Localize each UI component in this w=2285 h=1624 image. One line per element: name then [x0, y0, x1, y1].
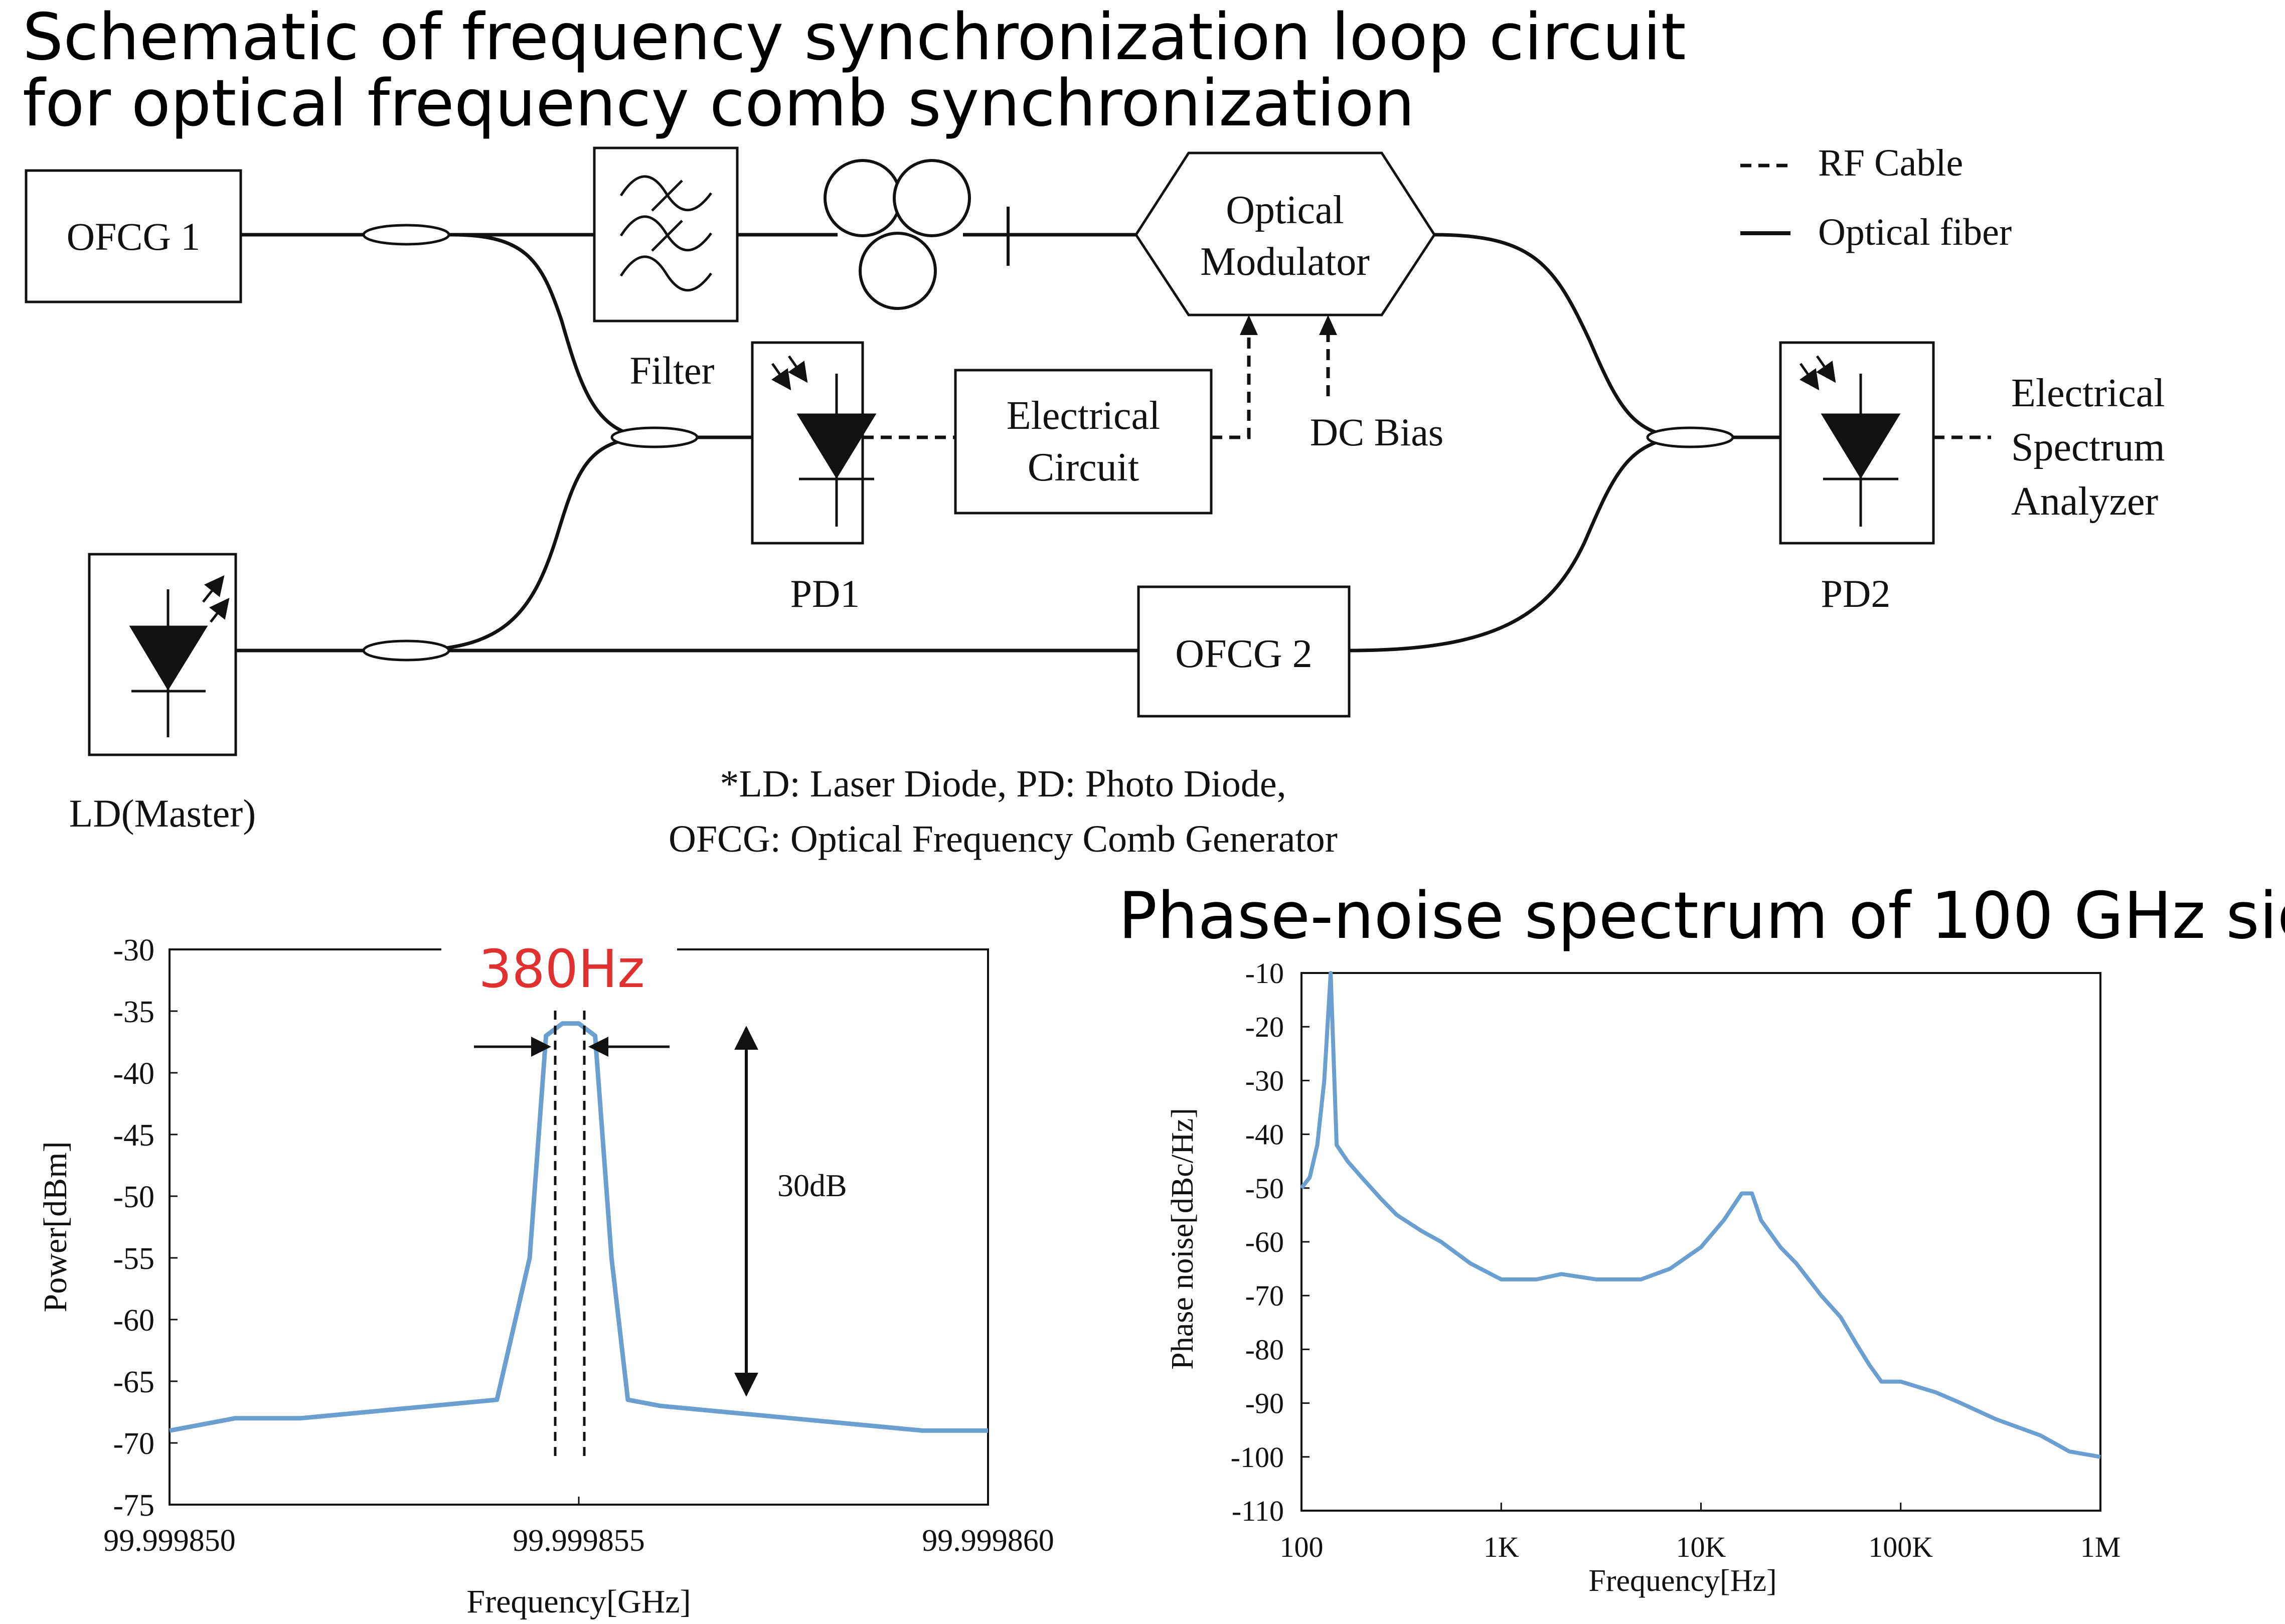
chart2-xtick-label: 10K: [1676, 1531, 1726, 1563]
chart2-ticks: -10 -20 -30 -40 -50 -60 -70 -80 -90 -100 -110 100 1K…: [1231, 957, 2121, 1563]
rf-circuit-modulator: [1211, 321, 1251, 439]
chart1-ytick-label: -55: [113, 1242, 154, 1276]
chart2-ytick-label: -90: [1245, 1387, 1284, 1420]
legend-optical-fiber-label: Optical fiber: [1818, 211, 2012, 253]
filter-label: Filter: [630, 349, 715, 392]
chart1-xtick-label: 99.999860: [922, 1524, 1054, 1558]
chart1-ytick-label: -75: [113, 1489, 154, 1523]
chart1-ytick-label: -70: [113, 1427, 154, 1461]
modulator-label-line1: Optical: [1226, 188, 1344, 232]
chart2-ytick-label: -70: [1245, 1279, 1284, 1312]
chart1-series: [169, 1021, 988, 1433]
esa-label-line2: Spectrum: [2011, 425, 2165, 469]
spool-2: [893, 159, 971, 237]
ofcg2-box: [1137, 585, 1351, 718]
schematic-title-line2: for optical frequency comb synchronizati…: [23, 66, 1415, 141]
pd2-label: PD2: [1821, 572, 1891, 615]
phase-noise-title: Phase-noise spectrum of 100 GHz signal: [1118, 879, 2285, 953]
chart2-xtick-label: 1K: [1484, 1531, 1519, 1563]
chart2-ytick-label: -110: [1232, 1495, 1284, 1527]
dc-bias-label: DC Bias: [1310, 410, 1444, 454]
footnote-line2: OFCG: Optical Frequency Comb Generator: [669, 818, 1338, 860]
chart1-plot-frame: [169, 948, 989, 1506]
spool-3: [859, 232, 937, 310]
chart1-depth-label: 30dB: [777, 1168, 847, 1203]
couplers: [362, 224, 1734, 662]
coupler-1: [362, 224, 450, 246]
spool-1: [824, 159, 902, 237]
fiber-modulator-coupler4: [1434, 233, 1691, 439]
schematic-title-line1: Schematic of frequency synchronization l…: [23, 0, 1686, 75]
chart2-ytick-label: -80: [1245, 1333, 1284, 1366]
chart2-ytick-label: -100: [1231, 1441, 1284, 1474]
chart1-label-backdrop: [441, 923, 677, 983]
chart1-ytick-label: -50: [113, 1180, 154, 1214]
chart1-ytick-label: -65: [113, 1365, 154, 1399]
fiber-ofcg2-coupler4: [1349, 435, 1691, 653]
fiber-coupler1-coupler2: [451, 233, 652, 439]
chart2-xtick-label: 100K: [1868, 1531, 1933, 1563]
chart2-ytick-label: -30: [1245, 1064, 1284, 1097]
pd2-icon: [1799, 355, 1901, 527]
rf-arrowhead-dc-bias: [1319, 315, 1337, 335]
fiber-coupler3-coupler2: [406, 435, 652, 653]
ofcg2-label: OFCG 2: [1175, 632, 1312, 676]
pd1-label: PD1: [790, 572, 860, 615]
electrical-circuit-label-line2: Circuit: [1028, 445, 1139, 490]
chart2-xtick-label: 100: [1280, 1531, 1324, 1563]
ld-icon: [129, 575, 230, 737]
chart2-plot-frame: [1300, 972, 2101, 1512]
chart1-ytick-label: -60: [113, 1304, 154, 1338]
chart1-ytick-label: -30: [113, 933, 154, 967]
chart1-linewidth-label: 380Hz: [478, 938, 644, 1000]
coupler-2: [610, 426, 699, 448]
rf-arrowhead-modulator: [1240, 315, 1258, 335]
coupler-3: [362, 639, 450, 662]
chart1-xlabel: Frequency[GHz]: [466, 1583, 691, 1620]
esa-label-line1: Electrical: [2011, 371, 2165, 415]
coupler-4: [1646, 426, 1734, 448]
electrical-circuit-box: [954, 369, 1213, 515]
legend: RF Cable Optical fiber: [1740, 142, 2012, 253]
phase-noise-chart: -10 -20 -30 -40 -50 -60 -70 -80 -90 -100 -110 100 1K…: [1166, 957, 2120, 1598]
optical-modulator-box: [1134, 151, 1436, 316]
chart2-series: [1299, 971, 2101, 1459]
chart2-ylabel: Phase noise[dBc/Hz]: [1166, 1108, 1200, 1370]
chart2-ytick-label: -10: [1245, 957, 1284, 990]
fiber-spools: [824, 159, 1010, 310]
chart1-ytick-label: -45: [113, 1118, 154, 1153]
chart1-ytick-label: -35: [113, 995, 154, 1029]
chart2-ytick-label: -60: [1245, 1226, 1284, 1258]
electrical-circuit-label-line1: Electrical: [1007, 394, 1160, 438]
chart2-ytick-label: -40: [1245, 1118, 1284, 1151]
chart2-xtick-label: 1M: [2080, 1531, 2121, 1563]
chart1-series-line: [169, 1021, 988, 1433]
chart1-xtick-label: 99.999850: [103, 1524, 236, 1558]
ld-master-label: LD(Master): [69, 791, 256, 835]
chart1-xtick-label: 99.999855: [513, 1524, 645, 1558]
schematic: [25, 146, 1991, 756]
filter-icon: [619, 175, 713, 292]
ofcg1-box: [25, 169, 242, 303]
footnote-line1: *LD: Laser Diode, PD: Photo Diode,: [720, 763, 1286, 805]
modulator-label-line2: Modulator: [1200, 240, 1370, 284]
chart1-ytick-label: -40: [113, 1057, 154, 1091]
chart2-ytick-label: -50: [1245, 1172, 1284, 1205]
chart2-xlabel: Frequency[Hz]: [1588, 1564, 1776, 1598]
esa-label-line3: Analyzer: [2011, 479, 2158, 524]
chart2-series-line: [1299, 971, 2101, 1459]
chart1-ylabel: Power[dBm]: [37, 1142, 74, 1313]
legend-rf-cable-label: RF Cable: [1818, 142, 1963, 184]
pd1-icon: [771, 355, 877, 527]
chart2-ytick-label: -20: [1245, 1011, 1284, 1043]
ofcg1-label: OFCG 1: [67, 215, 201, 258]
component-labels: OFCG 1 Filter Optical Modulator Electric…: [67, 188, 2165, 835]
